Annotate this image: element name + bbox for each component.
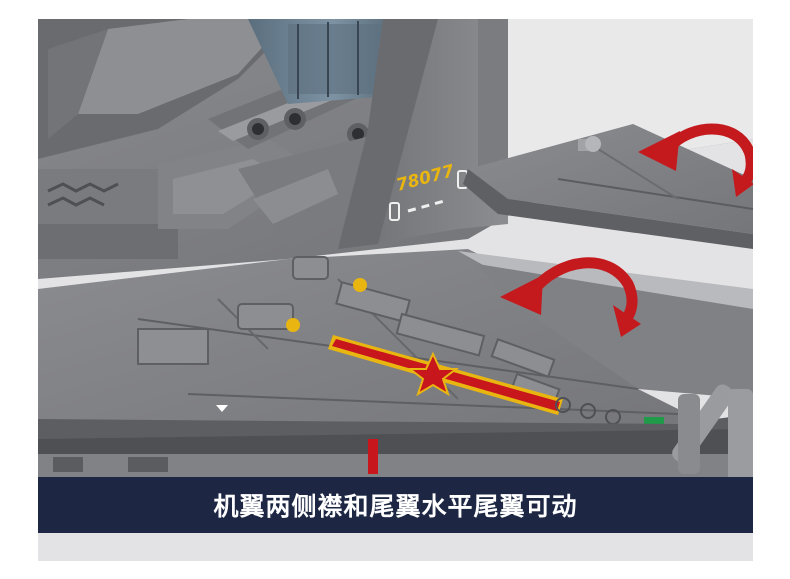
caption-bar: 机翼两侧襟和尾翼水平尾翼可动: [38, 477, 753, 533]
product-photo: 78077: [38, 19, 753, 561]
caption-text: 机翼两侧襟和尾翼水平尾翼可动: [213, 492, 578, 521]
red-star-insignia: [328, 335, 563, 415]
rotate-arrow-wing: [500, 257, 641, 337]
horizontal-stabilizer: [463, 124, 753, 249]
main-wing: [38, 249, 753, 439]
aircraft-model-illustration: 78077: [38, 19, 753, 561]
green-nav-light: [644, 417, 664, 427]
hull-plate-detail: [253, 169, 338, 224]
rotate-arrow-tail: [638, 123, 753, 197]
tail-stripe: [407, 198, 449, 213]
tail-light-left: [389, 202, 400, 221]
wing-lower-edge: [38, 384, 753, 484]
